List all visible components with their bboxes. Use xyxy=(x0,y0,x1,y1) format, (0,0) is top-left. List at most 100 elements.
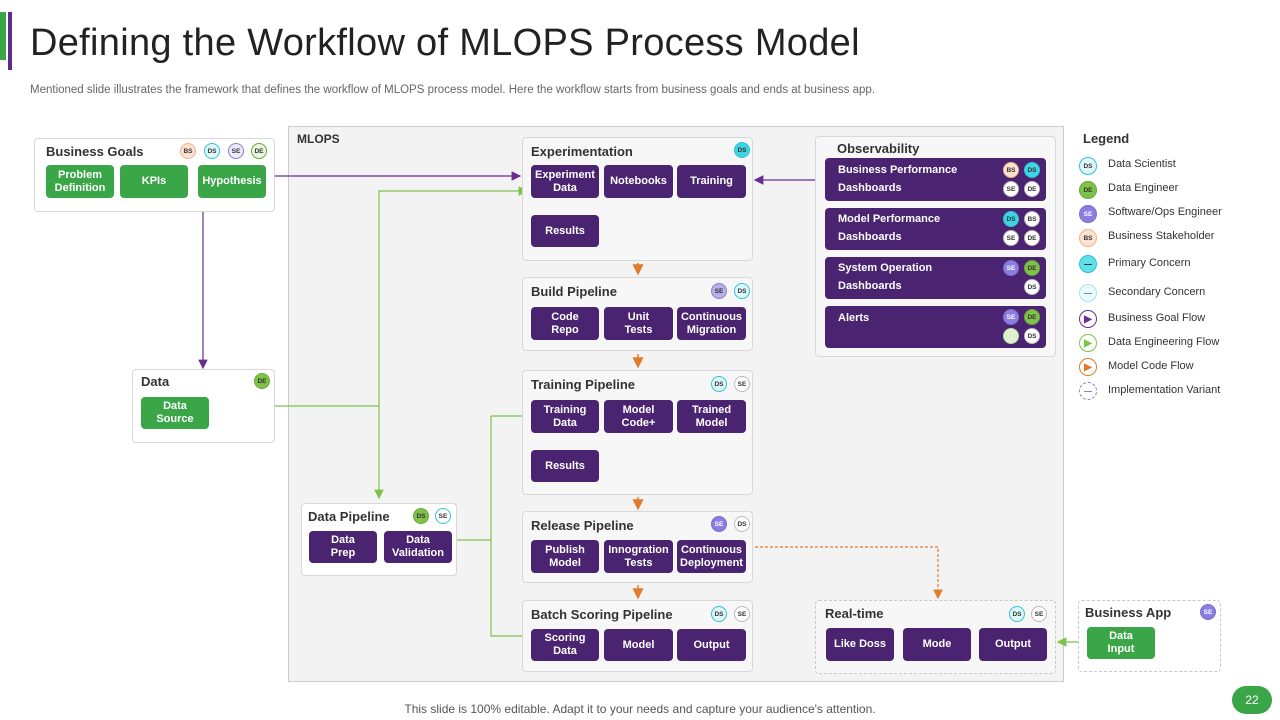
badge-de: DE xyxy=(1024,260,1040,276)
batch-scoring-title: Batch Scoring Pipeline xyxy=(531,607,673,622)
legend-item-label: Secondary Concern xyxy=(1108,286,1206,298)
badge-ds: DS xyxy=(734,283,750,299)
badge-de: DE xyxy=(254,373,270,389)
ops-engineer-icon: SE xyxy=(1079,205,1097,223)
secondary-concern-icon xyxy=(1079,284,1097,302)
observability-box: Observability Business Performance Dashb… xyxy=(815,136,1056,357)
secondary-concern-icon xyxy=(1003,328,1019,344)
hypothesis-pill[interactable]: Hypothesis xyxy=(198,165,266,198)
badge-bs: BS xyxy=(180,143,196,159)
badge-se: SE xyxy=(711,283,727,299)
badge-se: SE xyxy=(1003,181,1019,197)
badge-se: SE xyxy=(1003,230,1019,246)
release-pipeline-box: Release Pipeline SE DS Publish Model Inn… xyxy=(522,511,753,583)
legend-item-label: Software/Ops Engineer xyxy=(1108,206,1222,218)
badge-ds: DS xyxy=(1024,162,1040,178)
badge-se: SE xyxy=(1200,604,1216,620)
legend-item-label: Data Scientist xyxy=(1108,158,1176,170)
experiment-data-pill[interactable]: Experiment Data xyxy=(531,165,599,198)
output-pill[interactable]: Output xyxy=(677,629,746,661)
release-pipeline-title: Release Pipeline xyxy=(531,518,634,533)
business-app-box: Business App SE Data Input xyxy=(1078,600,1221,672)
obs-row-sublabel: Dashboards xyxy=(838,182,902,194)
unit-tests-pill[interactable]: Unit Tests xyxy=(604,307,673,340)
data-scientist-icon: DS xyxy=(1079,157,1097,175)
results-pill[interactable]: Results xyxy=(531,450,599,482)
badge-ds: DS xyxy=(1003,211,1019,227)
legend-item-label: Business Stakeholder xyxy=(1108,230,1215,242)
build-pipeline-box: Build Pipeline SE DS Code Repo Unit Test… xyxy=(522,277,753,351)
innogration-tests-pill[interactable]: Innogration Tests xyxy=(604,540,673,573)
training-data-pill[interactable]: Training Data xyxy=(531,400,599,433)
release-to-realtime-line xyxy=(755,546,943,600)
trained-model-pill[interactable]: Trained Model xyxy=(677,400,746,433)
badge-se: SE xyxy=(711,516,727,532)
build-pipeline-title: Build Pipeline xyxy=(531,284,617,299)
training-pill[interactable]: Training xyxy=(677,165,746,198)
badge-se: SE xyxy=(435,508,451,524)
problem-definition-pill[interactable]: Problem Definition xyxy=(46,165,114,198)
obs-row-sublabel: Dashboards xyxy=(838,280,902,292)
notebooks-pill[interactable]: Notebooks xyxy=(604,165,673,198)
badge-se: SE xyxy=(228,143,244,159)
realtime-box: Real-time DS SE Like Doss Mode Output xyxy=(815,600,1056,674)
mode-pill[interactable]: Mode xyxy=(903,628,971,661)
page-number-badge: 22 xyxy=(1232,686,1272,714)
badge-ds: DS xyxy=(413,508,429,524)
badge-se: SE xyxy=(1003,309,1019,325)
green-arrow-icon: ▶ xyxy=(1079,334,1097,352)
obs-row-label: Business Performance xyxy=(838,164,958,176)
data-title: Data xyxy=(141,374,170,389)
system-operation-row[interactable]: System Operation Dashboards SE DE DS xyxy=(825,257,1046,299)
badge-ds: DS xyxy=(204,143,220,159)
data-source-pill[interactable]: Data Source xyxy=(141,397,209,429)
badge-se: SE xyxy=(1031,606,1047,622)
data-engineer-icon: DE xyxy=(1079,181,1097,199)
badge-ds: DS xyxy=(1024,279,1040,295)
experimentation-box: Experimentation DS Experiment Data Noteb… xyxy=(522,137,753,261)
model-code-pill[interactable]: Model Code+ xyxy=(604,400,673,433)
obs-row-label: System Operation xyxy=(838,262,933,274)
experimentation-title: Experimentation xyxy=(531,144,633,159)
continuous-deployment-pill[interactable]: Continuous Deployment xyxy=(677,540,746,573)
business-performance-row[interactable]: Business Performance Dashboards BS DS SE… xyxy=(825,158,1046,201)
business-stakeholder-icon: BS xyxy=(1079,229,1097,247)
badge-se: SE xyxy=(1003,260,1019,276)
badge-ds: DS xyxy=(1024,328,1040,344)
badge-se: SE xyxy=(734,376,750,392)
data-input-pill[interactable]: Data Input xyxy=(1087,627,1155,659)
alerts-row[interactable]: Alerts SE DE DS xyxy=(825,306,1046,348)
primary-concern-icon xyxy=(1079,255,1097,273)
like-doss-pill[interactable]: Like Doss xyxy=(826,628,894,661)
accent-bar-green xyxy=(0,12,6,60)
results-pill[interactable]: Results xyxy=(531,215,599,247)
badge-ds: DS xyxy=(711,376,727,392)
code-repo-pill[interactable]: Code Repo xyxy=(531,307,599,340)
publish-model-pill[interactable]: Publish Model xyxy=(531,540,599,573)
output-pill[interactable]: Output xyxy=(979,628,1047,661)
scoring-data-pill[interactable]: Scoring Data xyxy=(531,629,599,661)
badge-ds: DS xyxy=(734,142,750,158)
continuous-migration-pill[interactable]: Continuous Migration xyxy=(677,307,746,340)
legend-item-label: Data Engineering Flow xyxy=(1108,336,1220,348)
pipeline-to-batch-line xyxy=(490,416,522,637)
badge-bs: BS xyxy=(1003,162,1019,178)
data-validation-pill[interactable]: Data Validation xyxy=(384,531,452,563)
legend-item-label: Model Code Flow xyxy=(1108,360,1194,372)
orange-arrow-icon: ▶ xyxy=(1079,358,1097,376)
data-prep-pill[interactable]: Data Prep xyxy=(309,531,377,563)
data-pipeline-title: Data Pipeline xyxy=(308,509,390,524)
business-app-title: Business App xyxy=(1085,605,1172,620)
model-pill[interactable]: Model xyxy=(604,629,673,661)
badge-de: DE xyxy=(1024,309,1040,325)
training-pipeline-box: Training Pipeline DS SE Training Data Mo… xyxy=(522,370,753,495)
model-performance-row[interactable]: Model Performance Dashboards DS BS SE DE xyxy=(825,208,1046,250)
badge-bs: BS xyxy=(1024,211,1040,227)
badge-de: DE xyxy=(251,143,267,159)
page-title: Defining the Workflow of MLOPS Process M… xyxy=(30,22,860,64)
legend-item-label: Primary Concern xyxy=(1108,257,1191,269)
kpis-pill[interactable]: KPIs xyxy=(120,165,188,198)
obs-row-sublabel: Dashboards xyxy=(838,231,902,243)
purple-arrow-icon: ▶ xyxy=(1079,310,1097,328)
